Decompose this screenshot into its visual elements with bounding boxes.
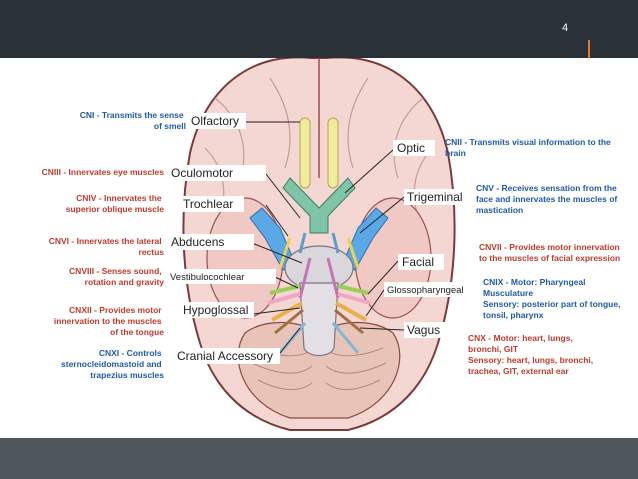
note-cn5: CNV - Receives sensation from the face a…: [476, 183, 620, 215]
note-cn10: CNX - Motor: heart, lungs, bronchi, GIT …: [468, 333, 596, 376]
note-cn1: CNI - Transmits the sense of smell: [80, 110, 186, 131]
note-cn8: CNVIII - Senses sound, rotation and grav…: [69, 266, 164, 287]
label-vestibulocochlear: Vestibulocochlear: [170, 272, 244, 283]
label-oculomotor: Oculomotor: [171, 166, 233, 180]
note-cn12: CNXII - Provides motor innervation to th…: [54, 305, 164, 337]
label-vagus: Vagus: [407, 323, 440, 337]
note-cn11: CNXI - Controls sternocleidomastoid and …: [61, 348, 164, 380]
slide-footer-bar: [0, 438, 638, 479]
note-cn6: CNVI - Innervates the lateral rectus: [49, 236, 165, 257]
note-cn3: CNIII - Innervates eye muscles: [42, 167, 165, 177]
note-cn7: CNVII - Provides motor innervation to th…: [479, 242, 622, 263]
label-cranial-accessory: Cranial Accessory: [177, 349, 273, 363]
slide-number: 4: [561, 22, 569, 34]
leader-lines: [245, 121, 405, 354]
label-glossopharyngeal: Glossopharyngeal: [387, 285, 464, 296]
label-trochlear: Trochlear: [183, 197, 233, 211]
nerve-labels: Olfactory Oculomotor Trochlear Abducens …: [166, 113, 472, 364]
label-facial: Facial: [402, 255, 434, 269]
note-cn4: CNIV - Innervates the superior oblique m…: [66, 193, 165, 214]
note-cn2: CNII - Transmits visual information to t…: [445, 137, 613, 158]
left-notes: CNI - Transmits the sense of smell CNIII…: [42, 110, 186, 380]
slide-header-bar: [0, 0, 638, 58]
brain-illustration: [182, 56, 456, 431]
label-abducens: Abducens: [171, 235, 224, 249]
header-accent-bar: [588, 40, 590, 58]
label-olfactory: Olfactory: [191, 114, 239, 128]
right-notes: CNII - Transmits visual information to t…: [445, 137, 623, 376]
cranial-nerves-svg: Olfactory Oculomotor Trochlear Abducens …: [42, 56, 623, 431]
label-trigeminal: Trigeminal: [407, 190, 463, 204]
label-optic: Optic: [397, 141, 425, 155]
note-cn9: CNIX - Motor: Pharyngeal Musculature Sen…: [483, 277, 623, 320]
brain-diagram: Olfactory Oculomotor Trochlear Abducens …: [0, 56, 638, 438]
label-hypoglossal: Hypoglossal: [183, 303, 248, 317]
